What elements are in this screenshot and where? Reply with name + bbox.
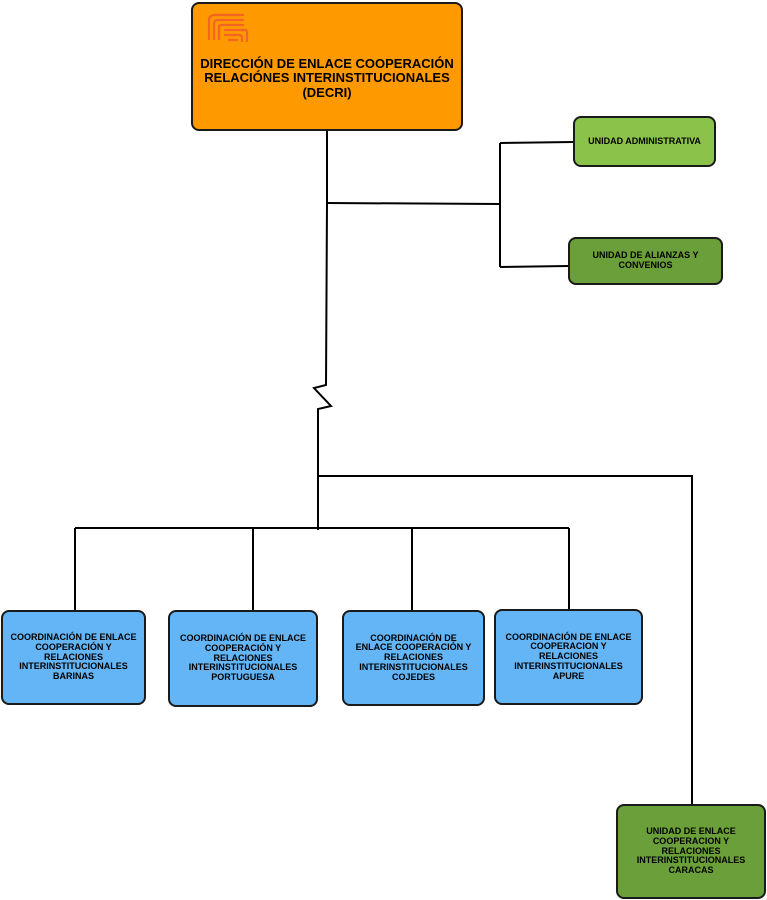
node-coordinacion-line: RELACIONES xyxy=(383,652,443,663)
node-coordinacion-line: INTERINSTITUCIONALES xyxy=(188,662,298,673)
node-coordinacion-line: COORDINACIÓN DE ENLACE xyxy=(10,632,137,643)
institution-logo-icon xyxy=(207,13,249,43)
node-decri-line: DIRECCIÓN DE ENLACE COOPERACIÓN xyxy=(200,56,454,72)
node-coordinacion-line: COORDINACIÓN DE ENLACE xyxy=(505,631,632,642)
connector-staff-branch xyxy=(326,202,501,205)
node-coordinacion-line: INTERINSTITUCIONALES xyxy=(19,661,128,672)
node-coordinacion-line: BARINAS xyxy=(52,671,94,682)
node-coordinacion-line: APURE xyxy=(552,670,585,681)
node-coordinacion-line: INTERINSTITUCIONALES xyxy=(514,660,623,671)
node-unidad-caracas: UNIDAD DE ENLACE COOPERACION Y RELACIONE… xyxy=(616,804,766,899)
node-coordinacion-line: COJEDES xyxy=(391,671,435,682)
connector-to-caracas xyxy=(318,475,693,804)
node-decri-line: RELACIÓNES INTERINSTITUCIONALES xyxy=(204,70,450,86)
node-coordinacion-line: COOPERACIÓN Y xyxy=(35,641,112,652)
node-coordinacion-line: INTERINSTITUCIONALES xyxy=(359,661,468,672)
node-coordinacion-apure: COORDINACIÓN DE ENLACE COOPERACION Y REL… xyxy=(494,609,643,705)
node-unidad-administrativa: UNIDAD ADMINISTRATIVA xyxy=(573,116,716,167)
connector-to-alianzas xyxy=(499,265,569,268)
node-decri: DIRECCIÓN DE ENLACE COOPERACIÓN RELACIÓN… xyxy=(191,2,463,131)
node-unidad-caracas-line: INTERINSTITUCIONALES xyxy=(636,855,746,866)
node-unidad-alianzas-line: CONVENIOS xyxy=(618,260,673,270)
node-coordinacion-line: COORDINACIÓN DE ENLACE xyxy=(179,633,306,644)
node-decri-line: (DECRI) xyxy=(302,84,352,100)
node-coordinacion-line: RELACIONES xyxy=(43,651,103,662)
node-unidad-alianzas-line: UNIDAD DE ALIANZAS Y xyxy=(592,250,699,261)
node-coordinacion-cojedes: COORDINACIÓN DE ENLACE COOPERACIÓN Y REL… xyxy=(342,610,485,706)
node-coordinacion-line: COOPERACIÓN Y xyxy=(204,642,282,653)
node-coordinacion-line: COOPERACION Y xyxy=(530,641,607,652)
node-coordinacion-line: ENLACE COOPERACIÓN Y xyxy=(355,642,472,653)
node-unidad-caracas-line: CARACAS xyxy=(668,865,714,876)
node-unidad-alianzas: UNIDAD DE ALIANZAS Y CONVENIOS xyxy=(568,237,723,285)
node-unidad-administrativa-line: UNIDAD ADMINISTRATIVA xyxy=(588,135,701,146)
node-unidad-caracas-line: RELACIONES xyxy=(661,845,721,856)
node-coordinacion-line: RELACIONES xyxy=(213,652,273,663)
node-coordinacion-line: COORDINACIÓN DE xyxy=(370,632,457,643)
node-unidad-caracas-line: COOPERACION Y xyxy=(652,835,730,846)
node-coordinacion-barinas: COORDINACIÓN DE ENLACE COOPERACIÓN Y REL… xyxy=(1,610,146,705)
connector-to-administrativa xyxy=(499,141,574,144)
node-coordinacion-line: RELACIONES xyxy=(538,651,598,662)
connector-root-trunk xyxy=(312,131,333,530)
node-coordinacion-portuguesa: COORDINACIÓN DE ENLACE COOPERACIÓN Y REL… xyxy=(168,610,318,707)
node-coordinacion-line: PORTUGUESA xyxy=(211,672,275,683)
node-unidad-caracas-line: UNIDAD DE ENLACE xyxy=(646,826,736,837)
